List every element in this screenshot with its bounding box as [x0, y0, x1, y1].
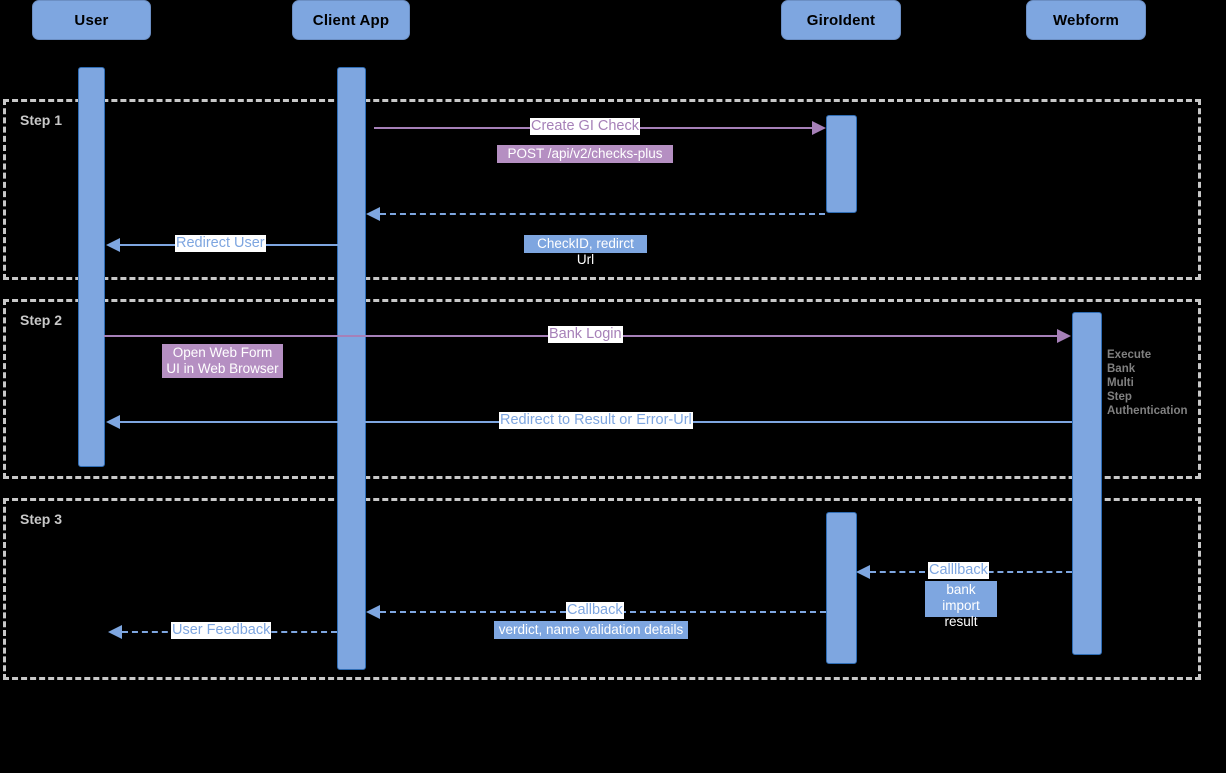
participant-webform[interactable]: Webform: [1026, 0, 1146, 40]
participant-client-app[interactable]: Client App: [292, 0, 410, 40]
side-note-execute-bank-auth: Execute Bank Multi Step Authentication: [1107, 349, 1188, 417]
arrow-head-redirect-user: [106, 238, 120, 252]
arrow-head-user-feedback: [108, 625, 122, 639]
frame-step-1: [3, 99, 1201, 280]
participant-label-giroident: GiroIdent: [806, 11, 876, 29]
activation-user: [78, 67, 105, 467]
activation-giroident-step1: [826, 115, 857, 213]
note-post-checks-plus: POST /api/v2/checks-plus: [497, 145, 673, 163]
message-label-redirect-result: Redirect to Result or Error-Url: [499, 412, 693, 429]
note-verdict-name-validation: verdict, name validation details: [494, 621, 688, 639]
frame-label-step-3: Step 3: [20, 511, 63, 527]
activation-giroident-step3: [826, 512, 857, 664]
note-bank-import-result: bank import result: [925, 581, 997, 629]
frame-label-step-1: Step 1: [20, 112, 63, 128]
arrow-head-check-id-return: [366, 207, 380, 221]
arrow-head-bank-login: [1057, 329, 1071, 343]
frame-label-step-2: Step 2: [20, 312, 63, 328]
message-label-calllback: Calllback: [928, 562, 989, 579]
arrow-head-calllback: [856, 565, 870, 579]
message-line-check-id-return: [380, 213, 825, 215]
participant-giroident[interactable]: GiroIdent: [781, 0, 901, 40]
note-open-web-form: Open Web Form UI in Web Browser: [162, 344, 283, 378]
frame-step-3: [3, 498, 1201, 680]
arrow-head-create-gi-check: [812, 121, 826, 135]
participant-label-webform: Webform: [1052, 11, 1120, 29]
activation-client-app: [337, 67, 366, 670]
note-checkid-redirect-url: CheckID, redirct Url: [524, 235, 647, 267]
frame-step-2: [3, 299, 1201, 479]
participant-label-client-app: Client App: [312, 11, 390, 29]
message-label-bank-login: Bank Login: [548, 326, 623, 343]
message-label-callback: Callback: [566, 602, 624, 619]
participant-label-user: User: [74, 11, 109, 29]
activation-webform: [1072, 312, 1102, 655]
arrow-head-redirect-result: [106, 415, 120, 429]
message-label-redirect-user: Redirect User: [175, 235, 266, 252]
message-label-create-gi-check: Create GI Check: [530, 118, 640, 135]
participant-user[interactable]: User: [32, 0, 151, 40]
message-label-user-feedback: User Feedback: [171, 622, 272, 639]
arrow-head-callback: [366, 605, 380, 619]
